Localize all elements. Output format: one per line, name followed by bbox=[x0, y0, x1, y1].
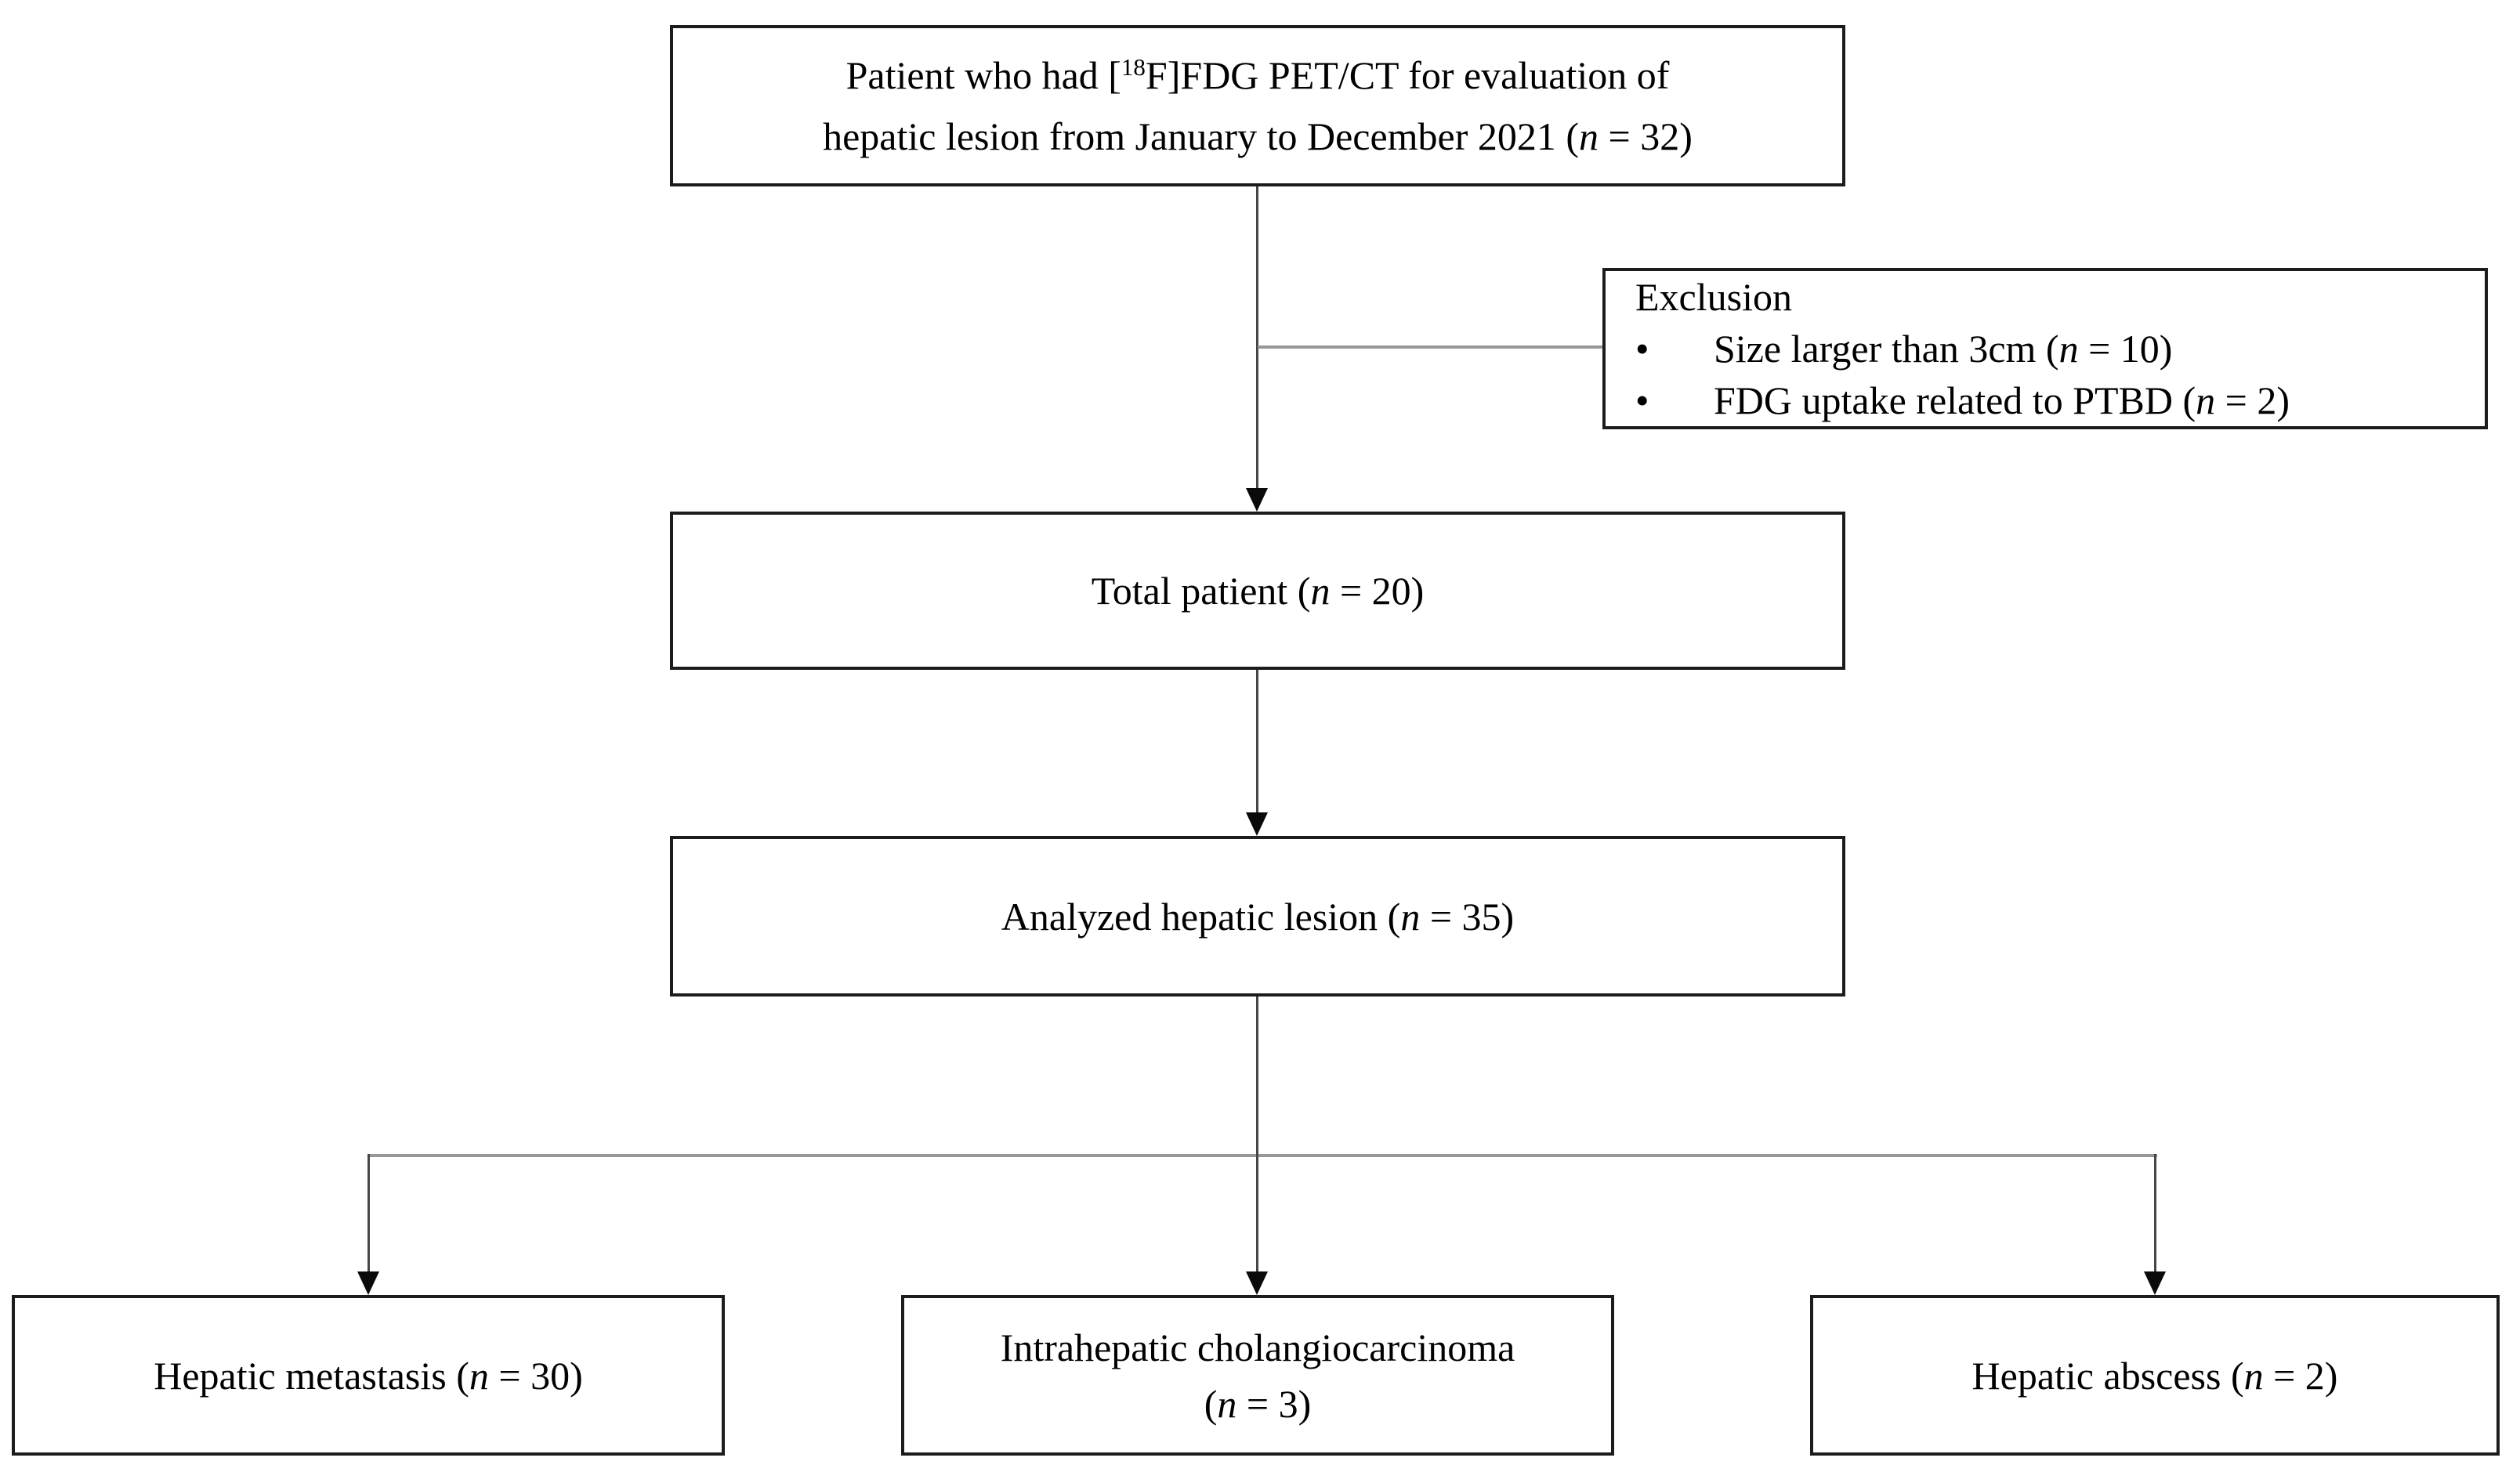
text-segment: = 35) bbox=[1420, 894, 1515, 939]
node-analyzed-lesion-label: Analyzed hepatic lesion (n = 35) bbox=[1001, 886, 1514, 947]
text-segment: = 20) bbox=[1330, 569, 1425, 613]
text-segment: Hepatic abscess ( bbox=[1971, 1353, 2244, 1398]
text-segment: = 32) bbox=[1599, 114, 1693, 158]
text-segment: F]FDG PET/CT for evaluation of bbox=[1145, 53, 1670, 97]
node-exclusion: Exclusion •Size larger than 3cm (n = 10)… bbox=[1602, 268, 2488, 429]
connector-drop-middle bbox=[1256, 1154, 1258, 1271]
node-exclusion-item-2: • FDG uptake related to PTBD (n = 2) bbox=[1635, 374, 2477, 426]
bullet-icon: • bbox=[1635, 327, 1649, 371]
node-hepatic-metastasis: Hepatic metastasis (n = 30) bbox=[12, 1295, 725, 1456]
text-segment: hepatic lesion from January to December … bbox=[823, 114, 1580, 158]
connector-branch-to-exclusion bbox=[1258, 345, 1602, 349]
text-segment: = 30) bbox=[488, 1353, 583, 1398]
n-variable: n bbox=[1579, 114, 1599, 158]
connector-enrollment-to-total bbox=[1256, 186, 1258, 490]
node-analyzed-lesion: Analyzed hepatic lesion (n = 35) bbox=[670, 836, 1845, 997]
text-segment: Size larger than 3cm ( bbox=[1714, 327, 2059, 371]
n-variable: n bbox=[1400, 894, 1421, 939]
text-segment: Hepatic metastasis ( bbox=[154, 1353, 469, 1398]
node-enrollment-line2: hepatic lesion from January to December … bbox=[823, 106, 1693, 167]
text-segment: = 2) bbox=[2263, 1353, 2338, 1398]
n-variable: n bbox=[2196, 378, 2216, 422]
node-enrollment-line1: Patient who had [18F]FDG PET/CT for eval… bbox=[846, 45, 1670, 106]
connector-total-to-analyzed bbox=[1256, 670, 1258, 812]
text-segment: Analyzed hepatic lesion ( bbox=[1001, 894, 1401, 939]
arrowhead-into-total bbox=[1246, 488, 1268, 512]
text-segment: FDG uptake related to PTBD (n = 2) bbox=[1714, 374, 2290, 426]
arrowhead-into-cholangiocarcinoma bbox=[1246, 1271, 1268, 1295]
connector-branch-horizontal bbox=[368, 1154, 2157, 1157]
node-hepatic-abscess-label: Hepatic abscess (n = 2) bbox=[1972, 1345, 2338, 1406]
n-variable: n bbox=[1310, 569, 1331, 613]
text-segment: ( bbox=[1204, 1381, 1218, 1426]
text-segment: FDG uptake related to PTBD ( bbox=[1714, 378, 2196, 422]
bullet-icon: • bbox=[1635, 378, 1649, 422]
superscript-18: 18 bbox=[1121, 52, 1146, 81]
text-segment: Total patient ( bbox=[1091, 569, 1311, 613]
connector-analyzed-to-branch bbox=[1256, 997, 1258, 1156]
arrowhead-into-abscess bbox=[2144, 1271, 2166, 1295]
node-exclusion-item-1: • Size larger than 3cm (n = 10) bbox=[1635, 323, 2477, 374]
n-variable: n bbox=[2243, 1353, 2264, 1398]
n-variable: n bbox=[1217, 1381, 1237, 1426]
connector-drop-left bbox=[368, 1154, 370, 1271]
connector-drop-right bbox=[2154, 1154, 2156, 1271]
node-total-patient-label: Total patient (n = 20) bbox=[1092, 560, 1425, 621]
node-cholangiocarcinoma: Intrahepatic cholangiocarcinoma (n = 3) bbox=[901, 1295, 1614, 1456]
n-variable: n bbox=[2058, 327, 2079, 371]
text-segment: = 3) bbox=[1236, 1381, 1312, 1426]
arrowhead-into-analyzed bbox=[1246, 812, 1268, 836]
text-segment: Patient who had [ bbox=[845, 53, 1121, 97]
node-enrollment: Patient who had [18F]FDG PET/CT for eval… bbox=[670, 25, 1845, 186]
n-variable: n bbox=[469, 1353, 489, 1398]
node-hepatic-metastasis-label: Hepatic metastasis (n = 30) bbox=[154, 1345, 583, 1406]
node-total-patient: Total patient (n = 20) bbox=[670, 512, 1845, 670]
text-segment: = 10) bbox=[2078, 327, 2173, 371]
node-hepatic-abscess: Hepatic abscess (n = 2) bbox=[1810, 1295, 2500, 1456]
arrowhead-into-metastasis bbox=[357, 1271, 379, 1295]
node-cholangiocarcinoma-line2: (n = 3) bbox=[1204, 1376, 1312, 1432]
node-exclusion-title: Exclusion bbox=[1635, 275, 1792, 319]
node-cholangiocarcinoma-line1: Intrahepatic cholangiocarcinoma bbox=[1000, 1325, 1515, 1369]
text-segment: = 2) bbox=[2215, 378, 2290, 422]
text-segment: Size larger than 3cm (n = 10) bbox=[1714, 323, 2172, 374]
